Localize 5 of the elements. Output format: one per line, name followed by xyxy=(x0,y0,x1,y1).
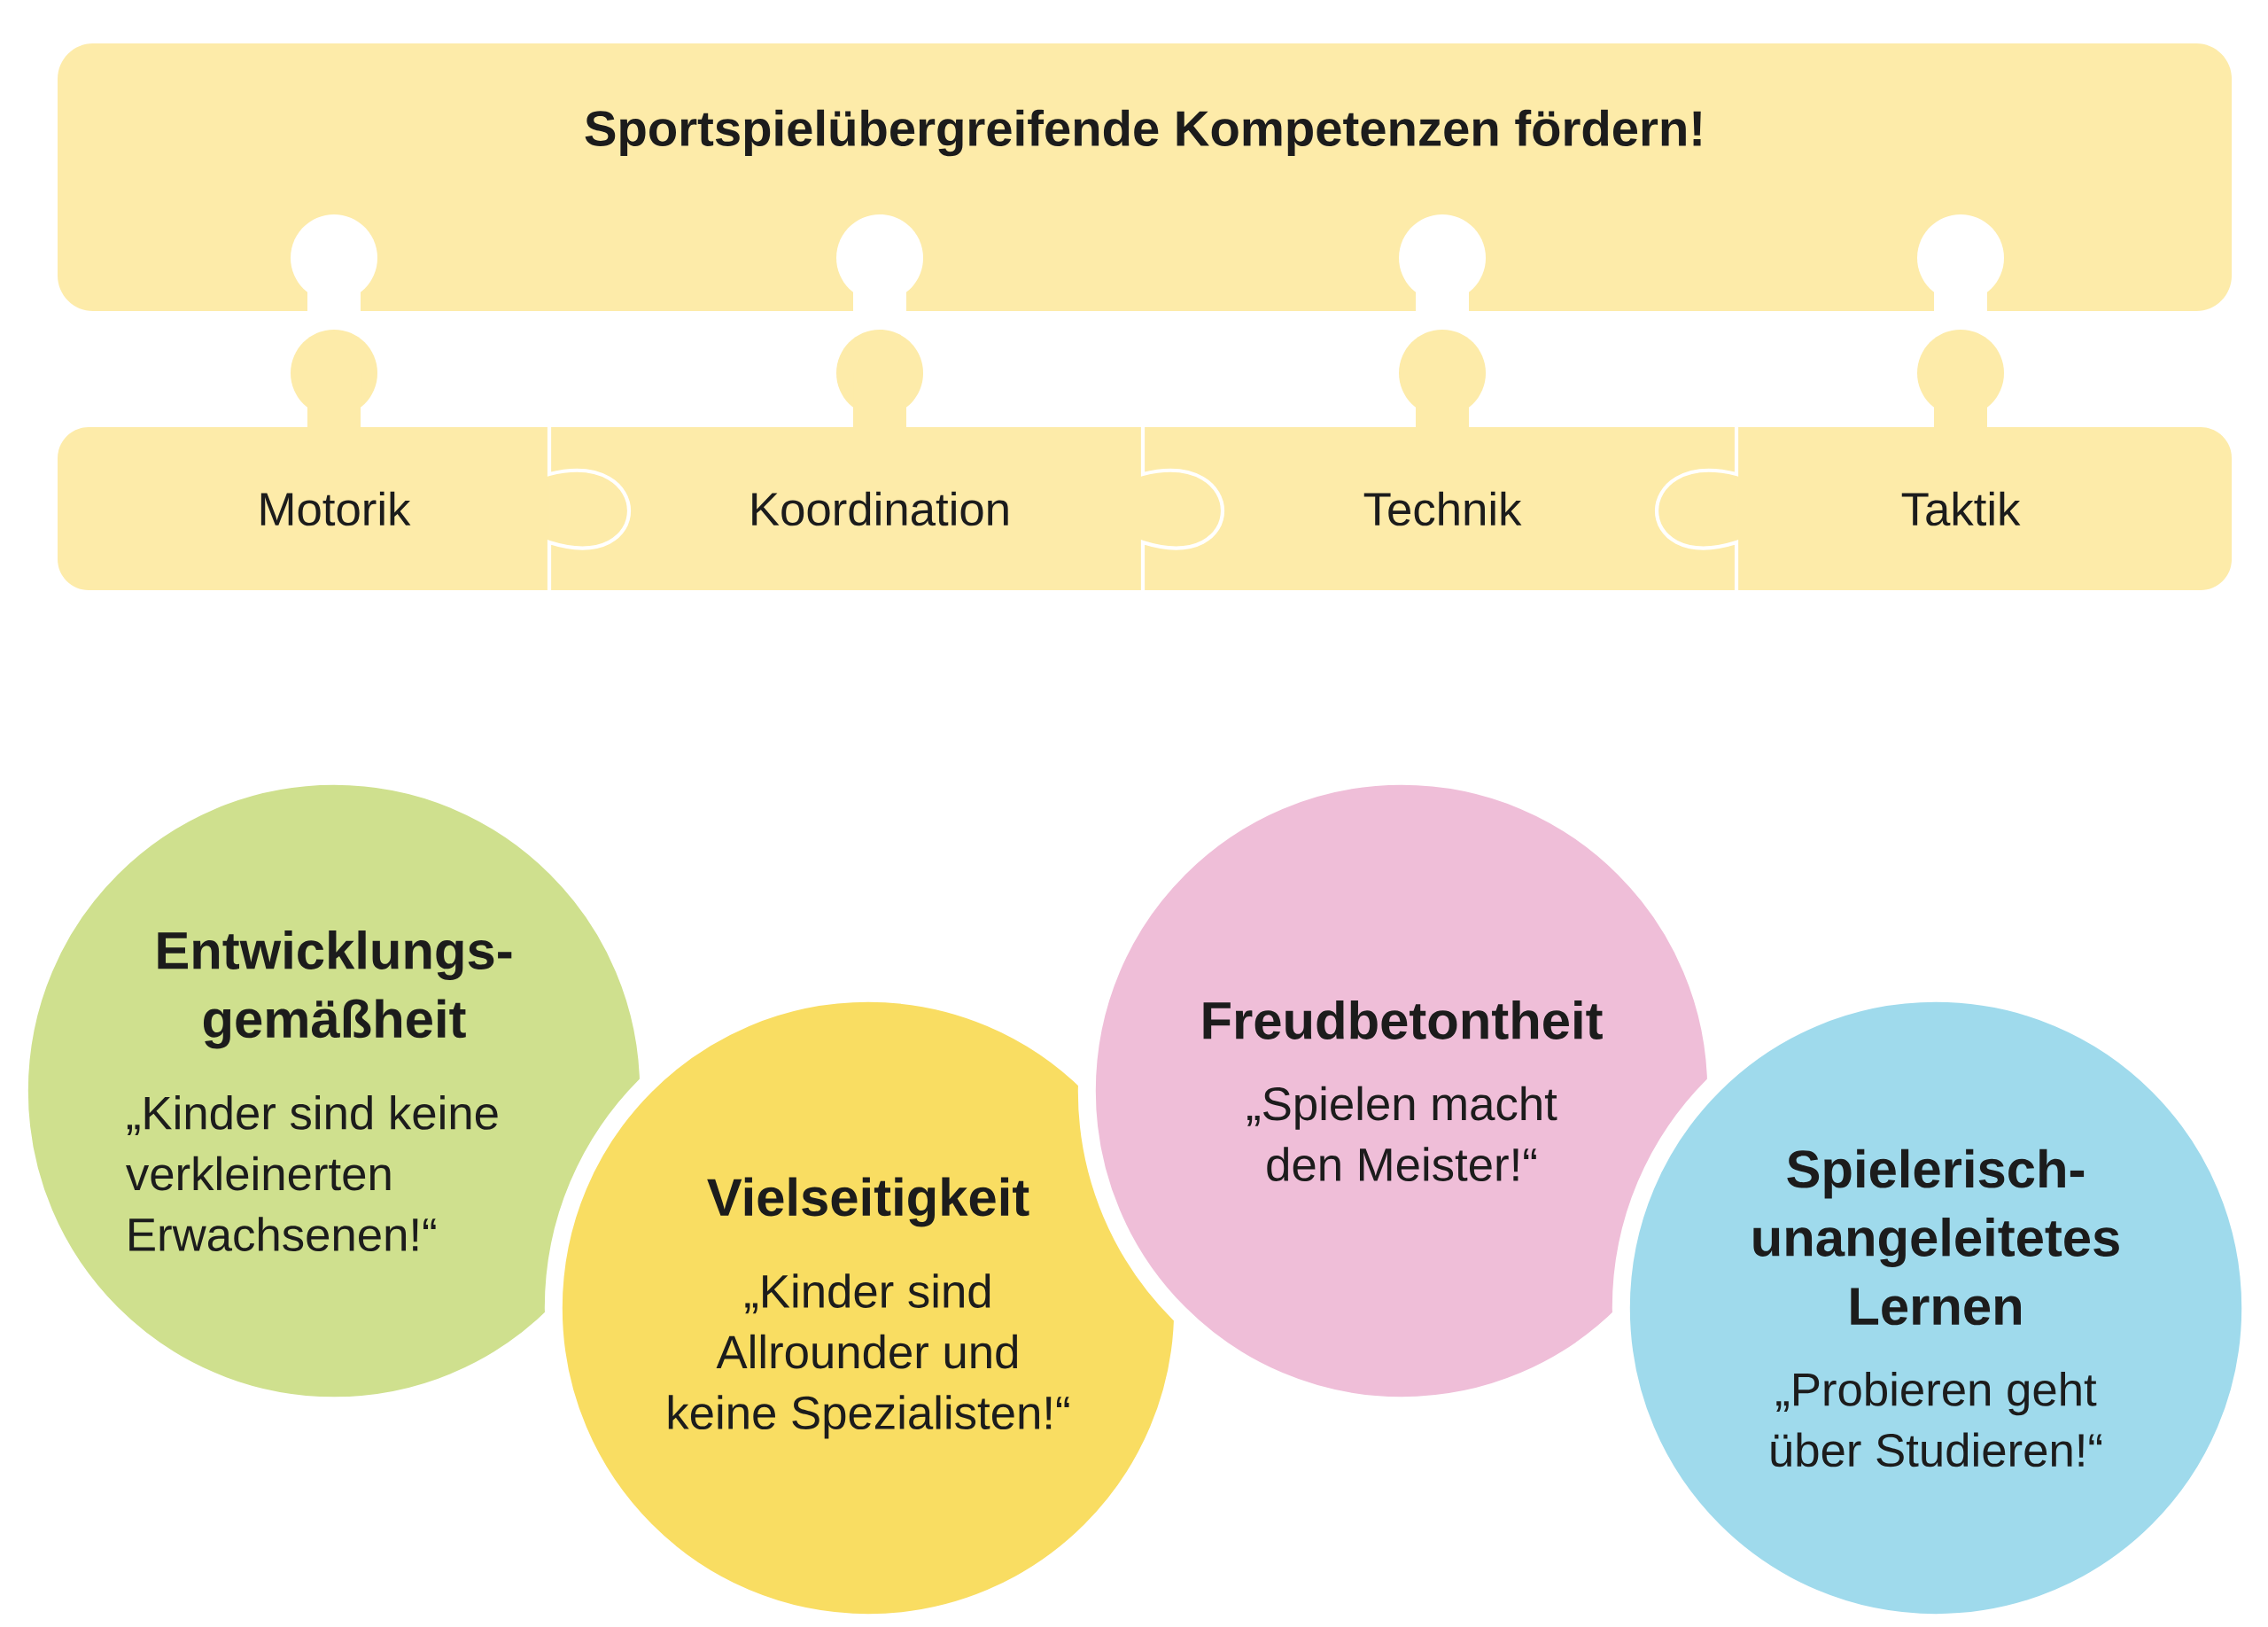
puzzle-piece: Technik xyxy=(1143,330,1736,590)
puzzle-piece: Motorik xyxy=(58,330,549,590)
puzzle-piece: Taktik xyxy=(1736,330,2232,590)
puzzle-piece: Koordination xyxy=(549,330,1143,590)
puzzle-band: Sportspielübergreifende Kompetenzen fördern! xyxy=(58,43,2232,312)
